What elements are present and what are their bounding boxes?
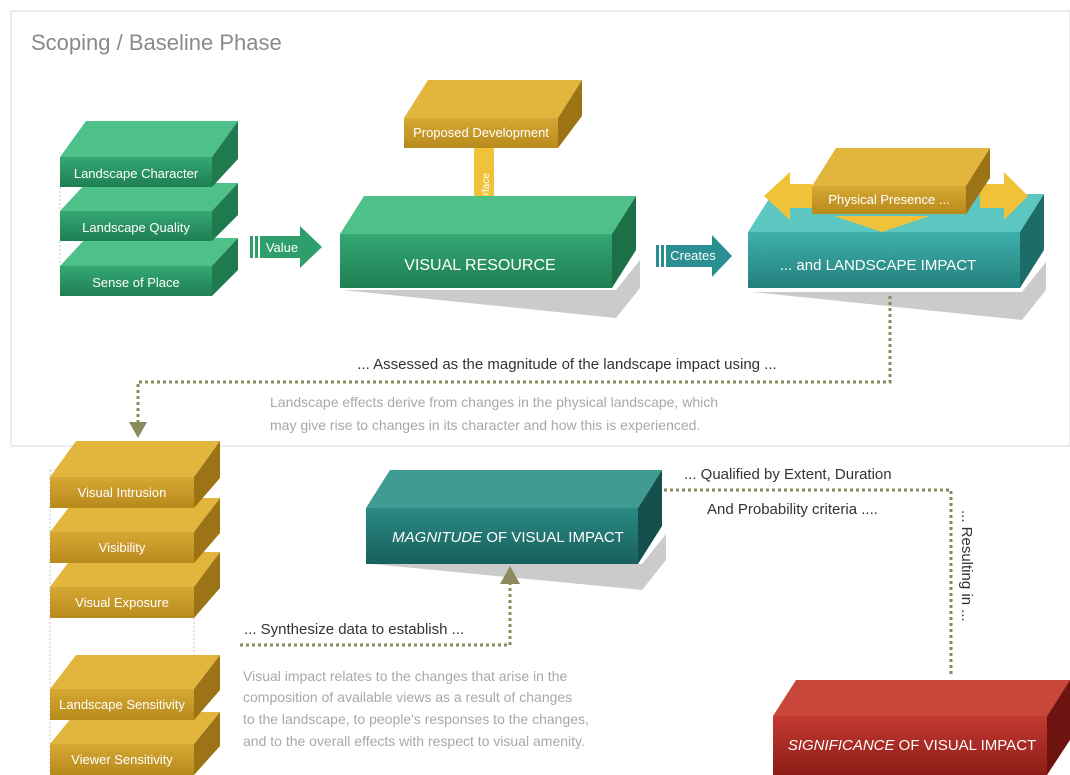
proposed-development-block: Proposed Development [404,80,582,148]
stack-item-sense-of-place: Sense of Place [92,275,179,290]
visual-stack: Visual Intrusion Visibility Visual Expos… [49,441,220,775]
landscape-stack: Landscape Character Landscape Quality Se… [59,121,238,296]
stack-item-landscape-character: Landscape Character [74,166,199,181]
magnitude-label-rest: OF VISUAL IMPACT [482,529,624,546]
visual-impact-note-line1: Visual impact relates to the changes tha… [243,668,567,684]
visual-resource-label: VISUAL RESOURCE [404,257,555,274]
creates-arrow: Creates [656,235,732,277]
creates-arrow-label: Creates [670,248,716,263]
proposed-development-label: Proposed Development [413,125,549,140]
visual-resource-block: VISUAL RESOURCE [340,196,640,318]
visual-impact-note-line4: and to the overall effects with respect … [243,733,585,749]
phase-title: Scoping / Baseline Phase [31,30,282,55]
value-arrow: Value [250,226,322,268]
visual-stack-item-visual-intrusion: Visual Intrusion [78,485,167,500]
resulting-in-text: ... Resulting in ... [958,510,975,622]
synthesize-text: ... Synthesize data to establish ... [244,621,464,638]
significance-label-italic: SIGNIFICANCE [788,737,896,754]
landscape-effects-note-line1: Landscape effects derive from changes in… [270,394,718,410]
synthesize-connector [240,566,520,647]
significance-label-rest: OF VISUAL IMPACT [895,737,1037,754]
magnitude-label-italic: MAGNITUDE [392,529,483,546]
significance-label: SIGNIFICANCE OF VISUAL IMPACT [788,737,1036,754]
significance-block: SIGNIFICANCE OF VISUAL IMPACT [773,680,1070,775]
visual-stack-item-landscape-sensitivity: Landscape Sensitivity [59,697,185,712]
value-arrow-label: Value [266,240,298,255]
interface-label: Interface [481,173,492,212]
visual-stack-item-visibility: Visibility [99,540,146,555]
qualified-connector [664,488,953,674]
qualified-text-line1: ... Qualified by Extent, Duration [684,466,892,483]
stack-item-landscape-quality: Landscape Quality [82,220,190,235]
landscape-effects-note-line2: may give rise to changes in its characte… [270,417,700,433]
visual-impact-note-line3: to the landscape, to people's responses … [243,711,589,727]
qualified-text-line2: And Probability criteria .... [707,501,878,518]
physical-presence-label: Physical Presence ... [828,192,949,207]
visual-stack-item-viewer-sensitivity: Viewer Sensitivity [71,752,173,767]
visual-impact-note-line2: composition of available views as a resu… [243,689,572,705]
landscape-impact-label: ... and LANDSCAPE IMPACT [780,257,976,274]
assessed-text: ... Assessed as the magnitude of the lan… [357,356,776,373]
assessed-connector [129,296,892,438]
physical-presence-block: Physical Presence ... [764,148,1028,232]
visual-stack-item-visual-exposure: Visual Exposure [75,595,169,610]
magnitude-block: MAGNITUDE OF VISUAL IMPACT [366,470,666,590]
magnitude-label: MAGNITUDE OF VISUAL IMPACT [392,529,624,546]
